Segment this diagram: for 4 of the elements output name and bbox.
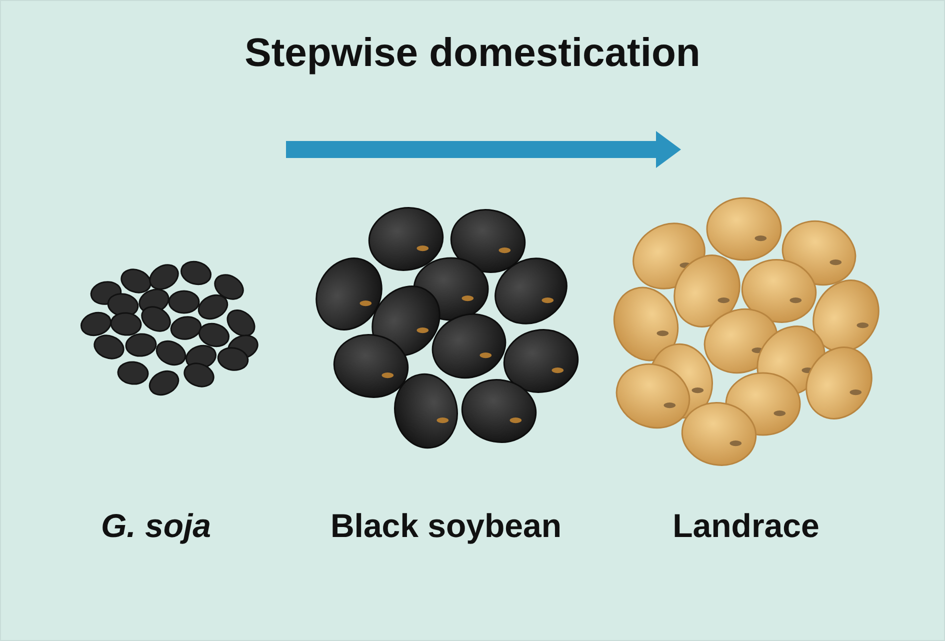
species-label: G. soja (100, 507, 212, 545)
variety-label: Black soybean (330, 507, 562, 545)
variety-label: Landrace (672, 507, 820, 545)
title: Stepwise domestication (244, 31, 702, 76)
